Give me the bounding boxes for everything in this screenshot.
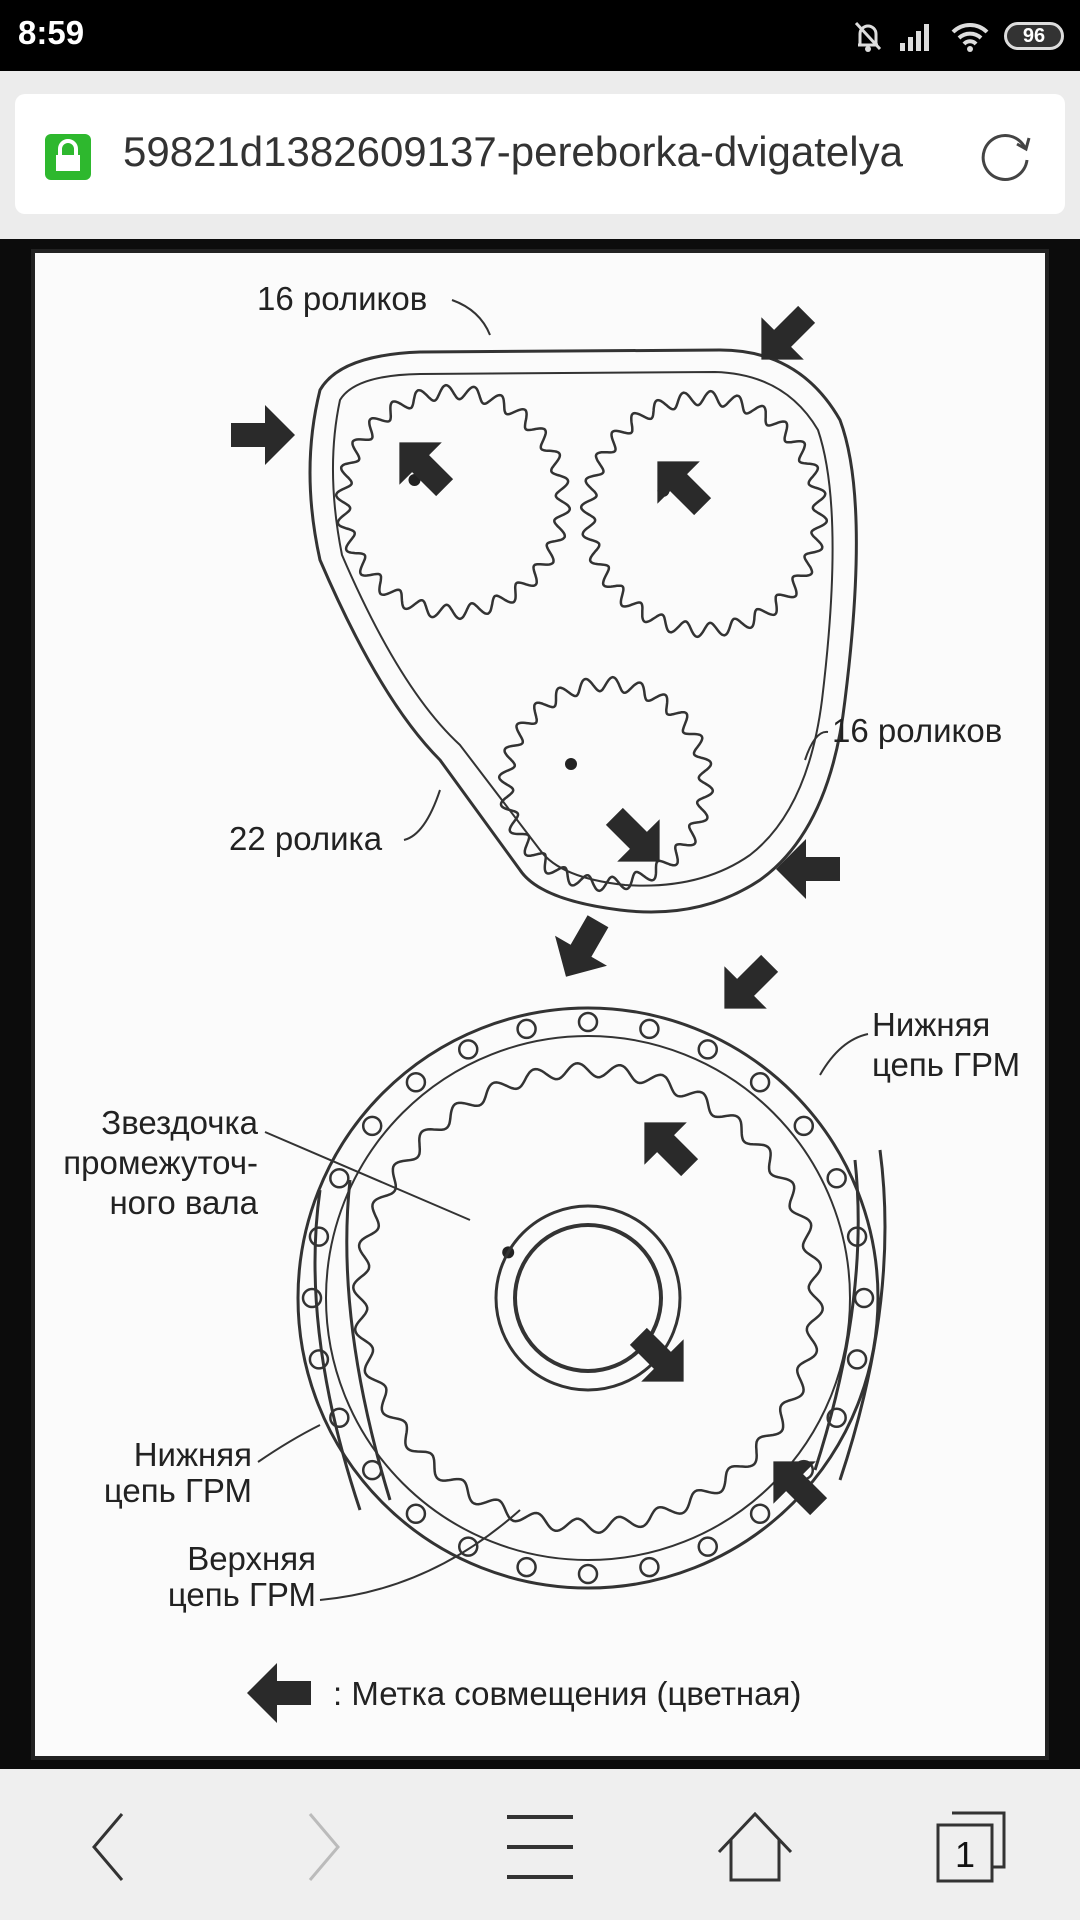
reload-icon[interactable]	[973, 124, 1037, 188]
alignment-mark-arrow-icon	[629, 1327, 684, 1382]
alignment-mark-arrow-icon	[605, 807, 660, 862]
timing-chain-diagram	[31, 249, 1049, 1760]
alignment-mark-arrow-icon	[773, 1461, 828, 1516]
tab-count: 1	[955, 1834, 975, 1875]
chain-roller	[405, 1503, 427, 1525]
wifi-icon	[951, 22, 989, 52]
chain-roller	[329, 1407, 350, 1429]
sprocket-hub-inner	[513, 1223, 663, 1373]
lower-chain-outer	[296, 1006, 880, 1590]
intermediate-sprocket-lower	[352, 1062, 824, 1534]
forward-button[interactable]	[284, 1807, 364, 1887]
chain-roller	[639, 1556, 660, 1578]
legend-text: : Метка совмещения (цветная)	[333, 1675, 801, 1712]
url-text[interactable]: 59821d1382609137-pereborka-dvigatelya	[123, 128, 903, 175]
label-top-rollers: 16 роликов	[257, 280, 427, 317]
chain-roller	[826, 1407, 847, 1429]
address-bar: 59821d1382609137-pereborka-dvigatelya	[0, 71, 1080, 239]
upper-chain-inner	[331, 370, 834, 887]
chain-roller	[639, 1018, 660, 1040]
bottom-navigation: 1	[0, 1769, 1080, 1920]
chain-roller	[516, 1018, 537, 1040]
label-lower-chain-right-1: Нижняя	[872, 1006, 990, 1043]
tabs-icon: 1	[936, 1811, 1006, 1883]
label-sprocket-1: Звездочка	[101, 1104, 258, 1141]
alignment-mark-arrow-icon	[399, 442, 454, 497]
alignment-mark-arrow-icon	[555, 915, 609, 977]
chain-roller	[749, 1503, 771, 1525]
clock: 8:59	[18, 14, 85, 51]
label-lower-chain-left-2: цепь ГРМ	[104, 1472, 252, 1509]
legend-alignment-mark-icon	[247, 1663, 311, 1723]
label-upper-chain-1: Верхняя	[187, 1540, 316, 1577]
alignment-mark-arrow-icon	[761, 305, 816, 360]
signal-icon	[900, 24, 929, 51]
label-lower-chain-right-2: цепь ГРМ	[872, 1046, 1020, 1083]
bell-off-icon	[854, 21, 882, 52]
chain-roller	[846, 1349, 868, 1370]
label-lower-chain-left-1: Нижняя	[134, 1436, 252, 1473]
chain-roller	[826, 1167, 847, 1189]
leader-lines	[257, 299, 869, 1601]
menu-icon	[507, 1815, 573, 1879]
alignment-mark-arrow-icon	[776, 839, 840, 899]
alignment-mark-arrow-icon	[644, 1122, 699, 1177]
camshaft-sprocket-left	[334, 383, 572, 621]
back-button[interactable]	[68, 1807, 148, 1887]
label-upper-chain-2: цепь ГРМ	[168, 1576, 316, 1613]
sprocket-hub-outer	[494, 1204, 682, 1392]
chevron-right-icon	[308, 1813, 340, 1881]
lock-icon	[45, 134, 91, 180]
chain-roller	[697, 1039, 719, 1060]
chain-roller	[308, 1349, 330, 1370]
alignment-mark-arrow-icon	[657, 461, 712, 516]
chain-roller	[405, 1071, 427, 1093]
chain-roller	[697, 1536, 719, 1557]
chain-roller	[749, 1071, 771, 1093]
label-sprocket-2: промежуточ-	[63, 1144, 258, 1181]
chain-roller	[308, 1226, 330, 1247]
label-right-rollers: 16 роликов	[832, 712, 1002, 749]
label-sprocket-3: ного вала	[109, 1184, 258, 1221]
chain-roller	[516, 1556, 537, 1578]
home-icon	[717, 1812, 793, 1882]
upper-chain	[308, 348, 858, 914]
chain-roller	[853, 1287, 875, 1309]
upper-chain-lower-run	[313, 1149, 887, 1511]
chain-roller	[361, 1115, 383, 1137]
intermediate-sprocket-upper	[497, 675, 715, 893]
label-left-rollers: 22 ролика	[229, 820, 383, 857]
home-button[interactable]	[715, 1807, 795, 1887]
status-bar: 8:59 96	[0, 0, 1080, 71]
battery-icon: 96	[1004, 22, 1064, 50]
chain-roller	[846, 1226, 868, 1247]
camshaft-sprocket-right	[579, 389, 829, 639]
url-field[interactable]: 59821d1382609137-pereborka-dvigatelya	[15, 94, 1065, 214]
chain-roller	[361, 1459, 383, 1481]
tabs-button[interactable]: 1	[931, 1807, 1011, 1887]
alignment-mark-arrow-icon	[724, 954, 779, 1009]
chain-roller	[329, 1167, 350, 1189]
chain-roller	[793, 1115, 815, 1137]
lower-chain-inner	[325, 1035, 851, 1561]
chain-roller	[457, 1536, 479, 1557]
chain-roller	[301, 1287, 323, 1309]
timing-dot	[565, 758, 577, 770]
chain-roller	[577, 1563, 599, 1585]
chain-roller	[457, 1039, 479, 1060]
chain-roller	[577, 1011, 599, 1033]
chevron-left-icon	[92, 1813, 124, 1881]
alignment-mark-arrow-icon	[231, 405, 295, 465]
menu-button[interactable]	[500, 1807, 580, 1887]
labels: 16 роликов 16 роликов 22 ролика Нижняя ц…	[63, 280, 1020, 1712]
